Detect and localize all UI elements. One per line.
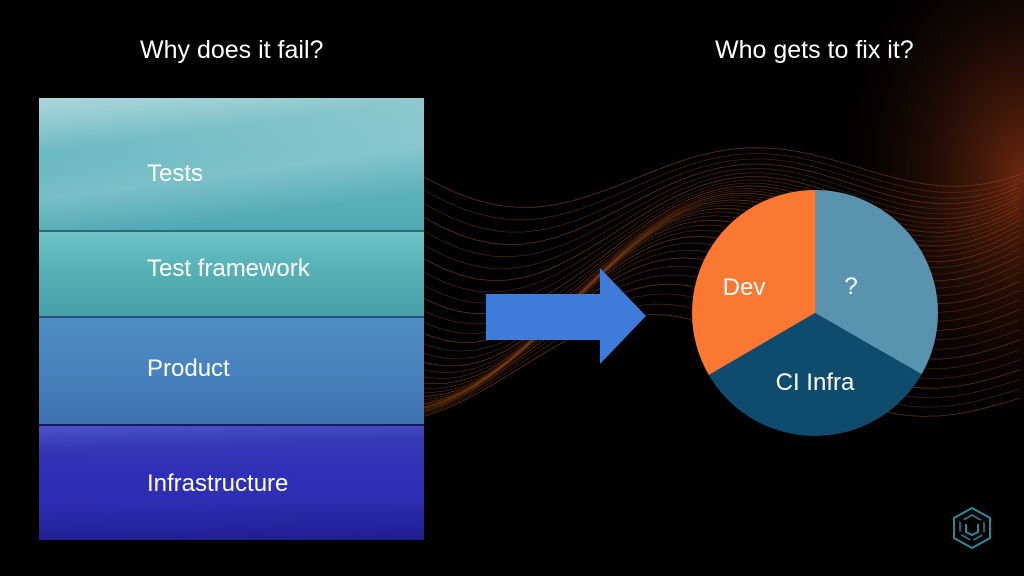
pie-slice-unknown	[815, 190, 938, 375]
ownership-pie: ? CI Infra Dev	[692, 190, 938, 436]
pie-label-ci-infra: CI Infra	[776, 369, 855, 396]
layer-test-framework-label: Test framework	[147, 255, 310, 282]
pie-slice-ci-infra	[708, 313, 922, 436]
right-arrow-icon	[486, 268, 646, 364]
failure-layers-stack: Tests Test framework Product Infrastruct…	[39, 98, 424, 540]
layer-product: Product	[39, 316, 424, 426]
layer-test-framework: Test framework	[39, 230, 424, 318]
right-heading: Who gets to fix it?	[715, 36, 914, 64]
pie-label-unknown: ?	[844, 273, 857, 300]
layer-tests: Tests	[39, 98, 424, 230]
layer-infrastructure: Infrastructure	[39, 424, 424, 540]
left-heading: Why does it fail?	[140, 36, 324, 64]
layer-infrastructure-label: Infrastructure	[147, 470, 289, 497]
pie-slice-dev	[692, 190, 815, 375]
hexagon-logo-icon	[953, 506, 991, 550]
layer-product-label: Product	[147, 355, 230, 382]
pie-label-dev: Dev	[723, 274, 766, 301]
layer-tests-label: Tests	[147, 160, 204, 187]
